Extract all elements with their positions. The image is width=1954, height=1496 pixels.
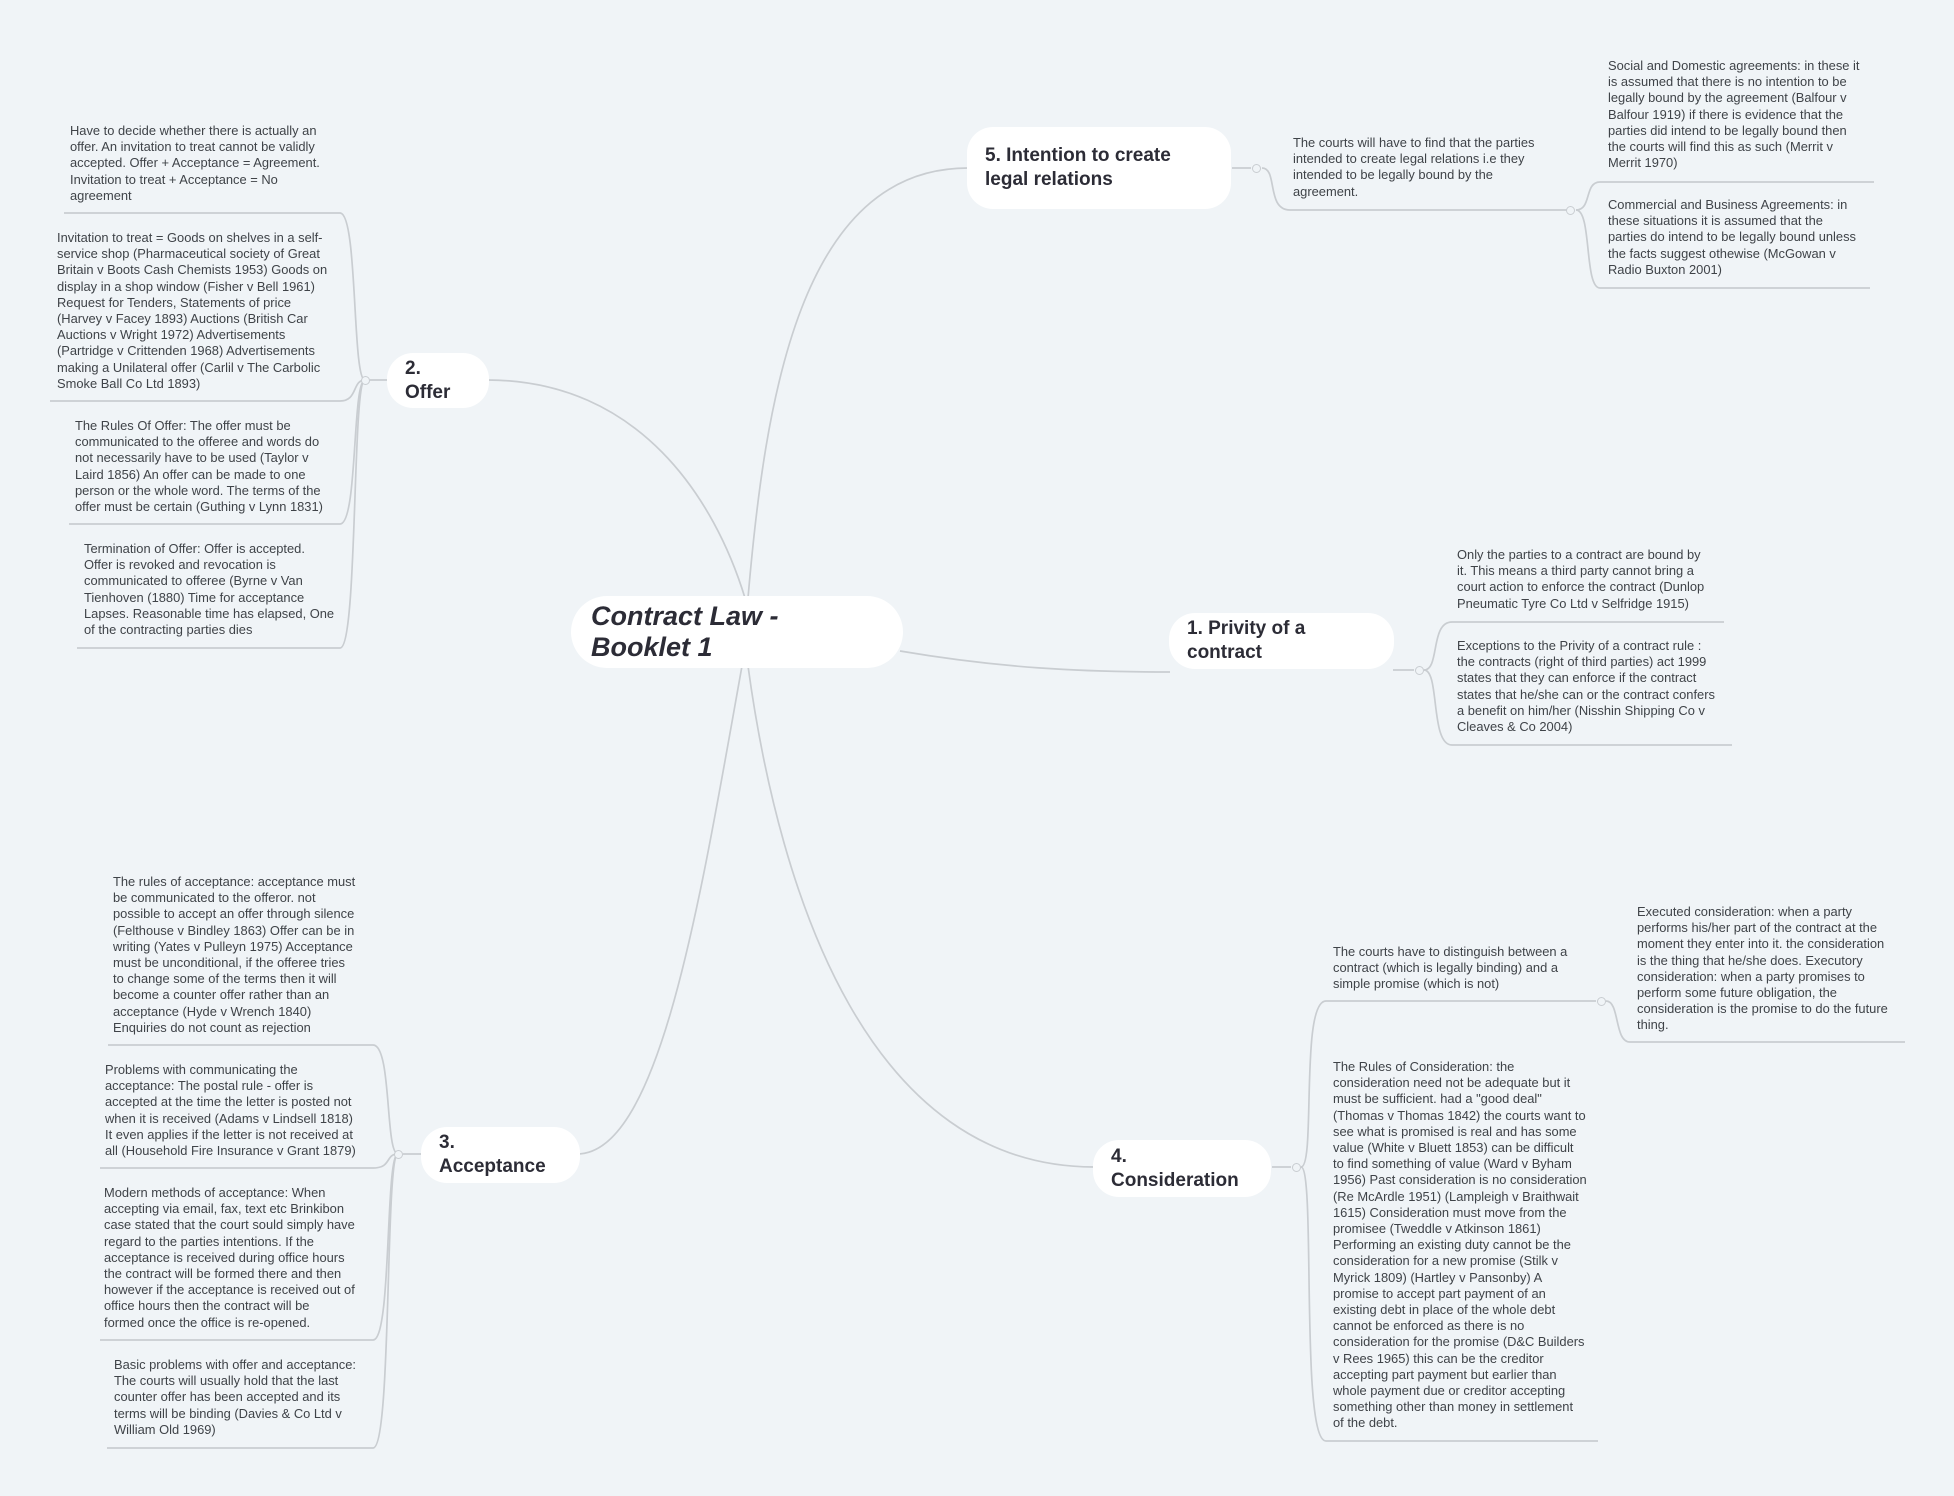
consideration-sub-joint[interactable] [1597, 997, 1606, 1006]
branch-privity[interactable]: 1. Privity of a contract [1169, 613, 1394, 669]
consideration-note-3: The Rules of Consideration: the consider… [1333, 1059, 1587, 1431]
acceptance-note-1: The rules of acceptance: acceptance must… [113, 874, 356, 1035]
intention-note-3: Commercial and Business Agreements: in t… [1608, 197, 1856, 277]
branch-consideration[interactable]: 4. Consideration [1093, 1140, 1271, 1197]
privity-note-1: Only the parties to a contract are bound… [1457, 547, 1705, 611]
branch-acceptance[interactable]: 3. Acceptance [421, 1127, 580, 1183]
consideration-note-2: Executed consideration: when a party per… [1637, 904, 1888, 1033]
connector-root-consideration [747, 665, 1095, 1168]
intention-sub-joint[interactable] [1566, 206, 1575, 215]
offer-note-1: Have to decide whether there is actually… [70, 123, 320, 203]
offer-note-4: Termination of Offer: Offer is accepted.… [84, 541, 335, 638]
acceptance-note-4: Basic problems with offer and acceptance… [114, 1357, 356, 1437]
offer-note-3: The Rules Of Offer: The offer must be co… [75, 418, 323, 515]
offer-note-2: Invitation to treat = Goods on shelves i… [57, 230, 328, 391]
intention-note-2: Social and Domestic agreements: in these… [1608, 58, 1860, 171]
offer-joint[interactable] [361, 376, 370, 385]
branch-intention[interactable]: 5. Intention to create legal relations [967, 127, 1231, 209]
intention-note-1: The courts will have to find that the pa… [1293, 135, 1535, 199]
branch-offer[interactable]: 2. Offer [387, 353, 489, 408]
acceptance-note-3: Modern methods of acceptance: When accep… [104, 1185, 355, 1330]
root-topic[interactable]: Contract Law - Booklet 1 [571, 596, 903, 668]
connector-root-offer [486, 379, 746, 599]
consideration-note-1: The courts have to distinguish between a… [1333, 944, 1568, 992]
acceptance-note-2: Problems with communicating the acceptan… [105, 1062, 356, 1159]
consideration-joint[interactable] [1292, 1163, 1301, 1172]
connector-root-privity [899, 650, 1171, 673]
connector-root-intention [747, 167, 969, 599]
acceptance-joint[interactable] [394, 1150, 403, 1159]
privity-note-2: Exceptions to the Privity of a contract … [1457, 638, 1715, 735]
privity-joint[interactable] [1415, 666, 1424, 675]
intention-joint[interactable] [1252, 164, 1261, 173]
connector-root-acceptance [576, 665, 743, 1155]
